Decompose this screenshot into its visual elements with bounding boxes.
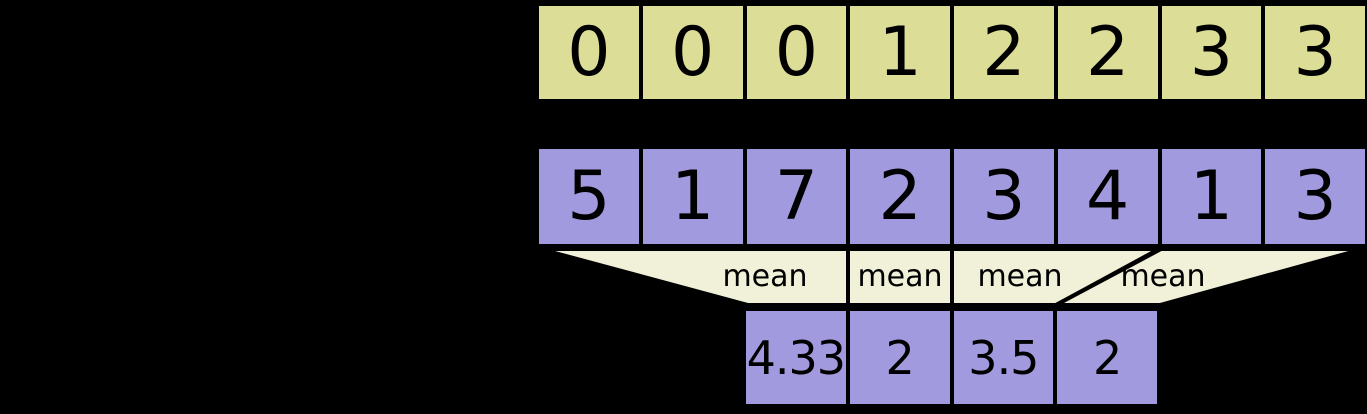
src-cell: 2 [846, 145, 954, 248]
src-cell: 7 [742, 145, 851, 248]
out-cell: 3.5 [949, 307, 1058, 408]
src-cell: 1 [1157, 145, 1266, 248]
index-cell: 0 [742, 2, 851, 103]
out-cell: 2 [845, 307, 954, 408]
index-cell: 2 [950, 2, 1058, 103]
src-row: 5 1 7 2 3 4 1 3 [535, 145, 1367, 248]
src-cell: 1 [638, 145, 747, 248]
mean-label: mean [722, 259, 808, 294]
index-cell: 3 [1157, 2, 1266, 103]
src-cell: 5 [535, 145, 643, 248]
index-cell: 0 [638, 2, 747, 103]
out-cell: 2 [1053, 307, 1161, 408]
mean-label: mean [977, 259, 1063, 294]
mean-funnel-segment-3 [1055, 247, 1364, 307]
out-row: 4.33 2 3.5 2 [742, 307, 1161, 408]
src-cell: 4 [1053, 145, 1162, 248]
index-cell: 3 [1261, 2, 1367, 103]
index-cell: 0 [535, 2, 643, 103]
mean-label: mean [857, 259, 943, 294]
index-row: 0 0 0 1 2 2 3 3 [535, 2, 1367, 103]
mean-label: mean [1120, 259, 1206, 294]
src-cell: 3 [950, 145, 1058, 248]
index-cell: 1 [846, 2, 954, 103]
out-cell: 4.33 [742, 307, 850, 408]
src-cell: 3 [1261, 145, 1367, 248]
index-cell: 2 [1053, 2, 1162, 103]
